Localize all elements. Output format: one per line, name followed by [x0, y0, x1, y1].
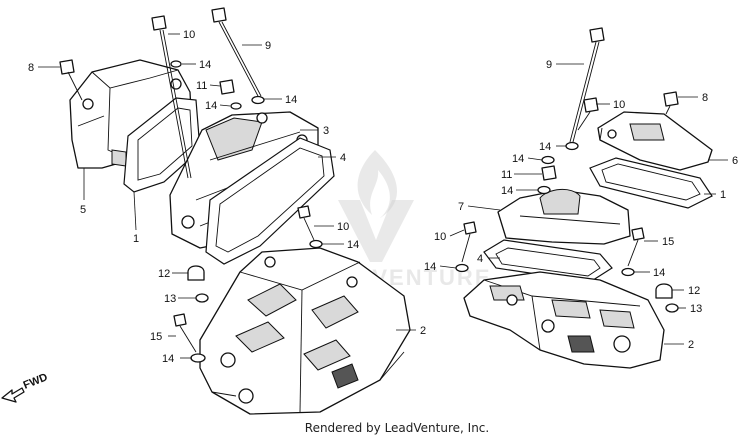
fwd-arrow-icon: [1, 387, 25, 403]
callout-10: 10: [337, 221, 349, 233]
callout-7: 7: [458, 201, 464, 213]
callout-10: 10: [434, 231, 446, 243]
callout-14: 14: [205, 100, 217, 112]
callout-12: 12: [688, 285, 700, 297]
front-head-cover-gasket: [205, 137, 335, 265]
front-cylinder-head: [199, 247, 411, 415]
callout-9: 9: [546, 59, 552, 71]
callout-14: 14: [347, 239, 359, 251]
callout-11: 11: [196, 80, 207, 92]
render-credit: Rendered by LeadVenture, Inc.: [305, 421, 489, 435]
callout-12: 12: [158, 268, 170, 280]
callout-8: 8: [702, 92, 708, 104]
callout-14: 14: [424, 261, 436, 273]
callout-13: 13: [690, 303, 702, 315]
fwd-label: FWD: [22, 371, 50, 392]
callout-14: 14: [199, 59, 211, 71]
callout-14: 14: [653, 267, 665, 279]
callout-14: 14: [285, 94, 297, 106]
callout-3: 3: [323, 125, 329, 137]
rear-cylinder-head: [463, 271, 665, 369]
left-fasteners: [59, 7, 323, 363]
callout-9: 9: [265, 40, 271, 52]
callout-2: 2: [420, 325, 426, 337]
callout-2: 2: [688, 339, 694, 351]
callout-15: 15: [150, 331, 162, 343]
right-stud-bolt: [565, 27, 605, 151]
right-cover-gasket: [589, 157, 713, 209]
callout-14: 14: [539, 141, 551, 153]
callout-1: 1: [133, 233, 139, 245]
callout-4: 4: [340, 152, 346, 164]
callout-14: 14: [512, 153, 524, 165]
callout-5: 5: [80, 204, 86, 216]
right-head-component: [497, 189, 631, 245]
callout-1: 1: [720, 189, 726, 201]
callout-14: 14: [501, 185, 513, 197]
callout-13: 13: [164, 293, 176, 305]
right-head-gasket: [483, 239, 613, 283]
right-breather-cover: [597, 111, 713, 171]
callout-14: 14: [162, 353, 174, 365]
callout-10: 10: [183, 29, 195, 41]
callout-11: 11: [501, 169, 512, 181]
forward-direction-indicator: FWD: [1, 371, 50, 403]
callout-6: 6: [732, 155, 738, 167]
right-fasteners: [455, 91, 679, 313]
callout-15: 15: [662, 236, 674, 248]
callout-4: 4: [477, 253, 483, 265]
leader-lines: [38, 33, 728, 359]
callout-labels: 8 10 9 14 11 14 14 3 4 5 1 10 14 12 13 2…: [28, 29, 738, 365]
callout-10: 10: [613, 99, 625, 111]
callout-8: 8: [28, 62, 34, 74]
